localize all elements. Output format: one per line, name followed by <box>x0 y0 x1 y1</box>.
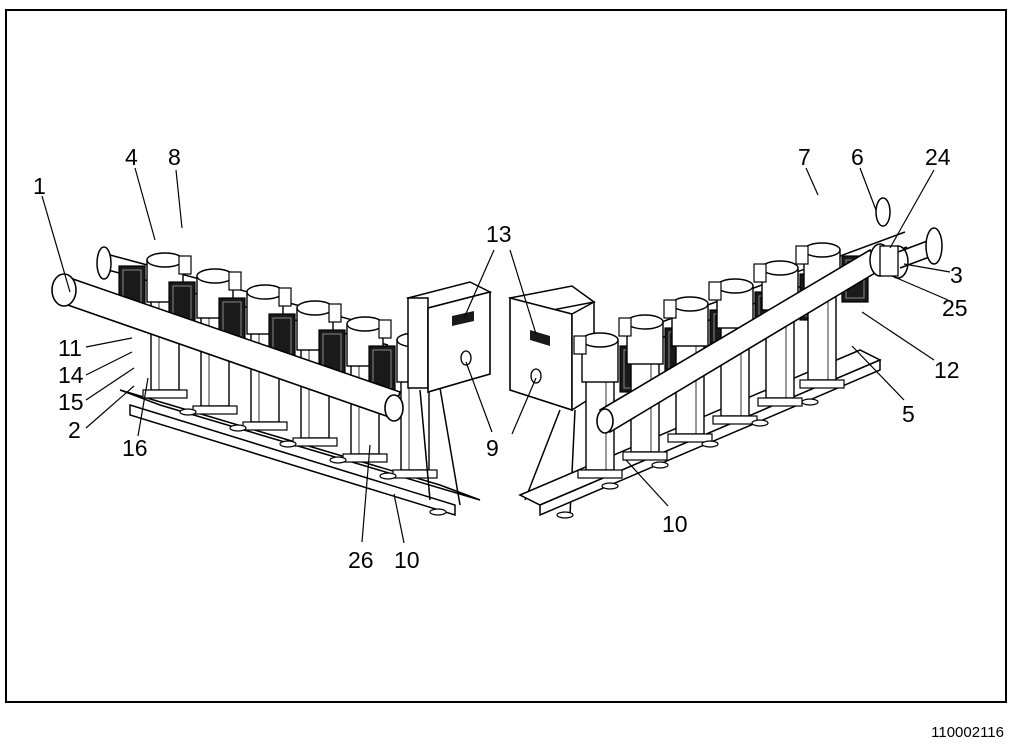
callout-3: 3 <box>950 262 963 288</box>
callout-16: 16 <box>122 435 148 461</box>
callout-6: 6 <box>851 144 864 170</box>
callout-15: 15 <box>58 389 84 415</box>
figure-code: 110002116 <box>931 724 1004 741</box>
figure-frame <box>5 9 1007 703</box>
callout-26: 26 <box>348 547 374 573</box>
callout-25: 25 <box>942 295 968 321</box>
callout-14: 14 <box>58 362 84 388</box>
callout-10-right: 10 <box>662 511 688 537</box>
callout-2: 2 <box>68 417 81 443</box>
callout-7: 7 <box>798 144 811 170</box>
callout-24: 24 <box>925 144 951 170</box>
right-control-cabinet <box>508 285 596 516</box>
callout-10-left: 10 <box>394 547 420 573</box>
callout-13: 13 <box>486 221 512 247</box>
callout-12: 12 <box>934 357 960 383</box>
callout-4: 4 <box>125 144 138 170</box>
callout-8: 8 <box>168 144 181 170</box>
left-pump-set <box>51 246 481 517</box>
left-control-cabinet <box>405 281 493 394</box>
callout-9: 9 <box>486 435 499 461</box>
callout-1: 1 <box>33 173 46 199</box>
right-pump-set <box>518 197 943 519</box>
leader-lines <box>41 167 951 544</box>
callout-11: 11 <box>58 335 82 361</box>
callout-5: 5 <box>902 401 915 427</box>
